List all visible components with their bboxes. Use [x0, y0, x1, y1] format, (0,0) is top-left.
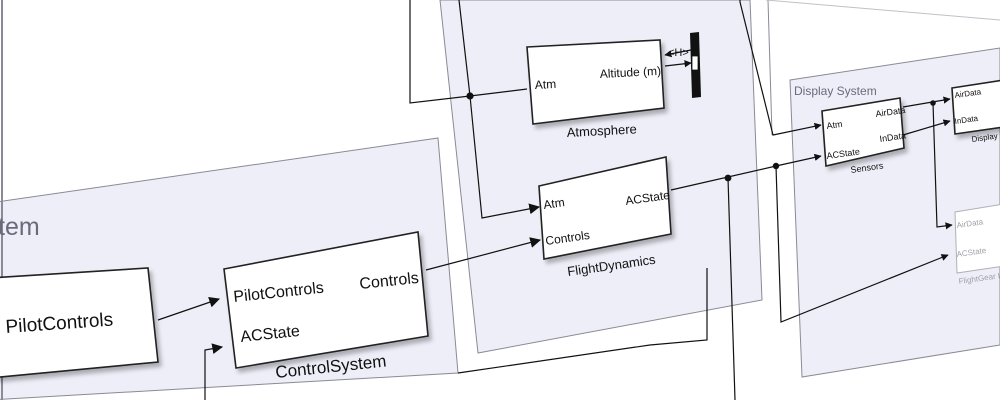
atmosphere-output-altitude: Altitude (m) — [599, 64, 661, 81]
flightdynamics-input-controls: Controls — [544, 228, 590, 248]
display-system-title: Display System — [794, 84, 877, 98]
junction-dot — [772, 162, 780, 170]
wire-atm-to-flightdynamics[interactable] — [469, 95, 541, 219]
wire-atm-to-sensors[interactable] — [458, 0, 821, 136]
wire-atm-to-atmosphere[interactable] — [469, 88, 528, 97]
flightgear-input-acstate: ACState — [956, 246, 987, 259]
junction-dot — [466, 92, 474, 100]
wire-acstate-feedback[interactable] — [204, 343, 224, 400]
sensors-block-name: Sensors — [850, 160, 885, 175]
bus-label: <H> — [668, 47, 689, 59]
wire-system-bottom[interactable] — [457, 268, 708, 374]
flightdynamics-block[interactable]: Atm Controls ACState — [538, 156, 672, 260]
controlsystem-output-controls: Controls — [359, 270, 420, 293]
display-block-name: Display — [971, 131, 998, 144]
background-panel-edge — [767, 0, 773, 136]
wire-altitude-to-bus[interactable] — [664, 60, 692, 68]
flightgear-input-airdata: AirData — [956, 217, 984, 230]
sensors-output-airdata: AirData — [875, 105, 906, 119]
sensors-block[interactable]: Atm ACState AirData InData — [821, 97, 907, 167]
flightdynamics-output-acstate: ACState — [624, 188, 671, 208]
display-input-indata: InData — [954, 114, 979, 126]
flightgear-block[interactable]: AirData ACState — [954, 204, 1000, 274]
flightdynamics-input-atm: Atm — [542, 195, 565, 212]
sensors-input-acstate: ACState — [826, 146, 861, 161]
wire-airdata-to-flightgear[interactable] — [932, 102, 953, 230]
controlsystem-block[interactable]: PilotControls ACState Controls — [223, 231, 429, 369]
wire-airdata-to-display[interactable] — [902, 96, 951, 108]
system-area-title: tem — [0, 213, 40, 241]
junction-dot — [930, 100, 936, 106]
wire-acstate-down-branch[interactable] — [727, 177, 736, 400]
bus-port — [691, 55, 699, 71]
wire-bus-to-atmosphere[interactable] — [664, 49, 692, 58]
wire-acstate-flightgear-branch[interactable] — [775, 165, 949, 323]
sensors-output-indata: InData — [879, 130, 907, 144]
wire-pilotcontrols-to-controlsystem[interactable] — [157, 297, 221, 321]
wire-controls-to-flightdynamics[interactable] — [425, 237, 542, 271]
sensors-input-atm: Atm — [826, 119, 843, 131]
controlsystem-input-acstate: ACState — [240, 323, 301, 346]
display-input-airdata: AirData — [954, 87, 982, 100]
wire-indata-to-display[interactable] — [902, 119, 951, 136]
display-block[interactable]: AirData InData — [951, 79, 1000, 135]
pilotcontrols-block[interactable]: PilotControls — [0, 267, 159, 378]
atmosphere-input-atm: Atm — [534, 77, 556, 92]
background-panel-edge — [765, 0, 1000, 21]
wire-atm-top-branch[interactable] — [409, 0, 471, 104]
junction-dot — [724, 174, 732, 182]
atmosphere-block-name: Atmosphere — [566, 121, 637, 140]
atmosphere-block[interactable]: Atm Altitude (m) — [526, 39, 665, 125]
